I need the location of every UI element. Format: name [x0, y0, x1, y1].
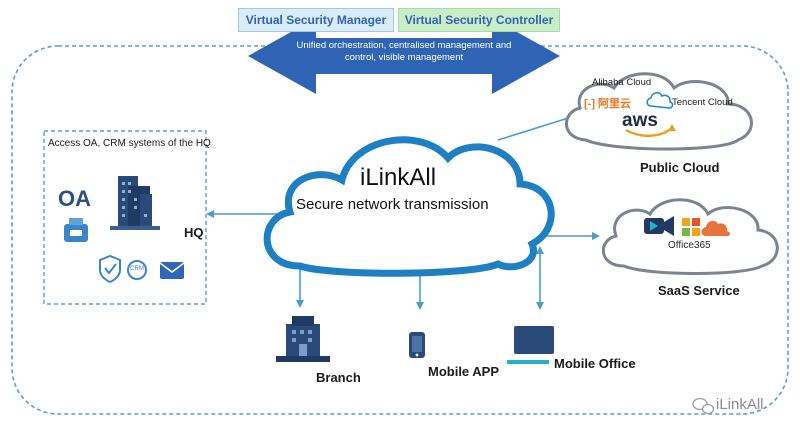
laptop-icon [507, 326, 554, 364]
crm-label: CRM [130, 266, 144, 272]
network-boundary [11, 45, 789, 415]
public-cloud-label: Public Cloud [640, 160, 720, 175]
alibaba-cloud-label: Alibaba Cloud [592, 77, 652, 88]
printer-icon [64, 218, 88, 242]
saas-service-label: SaaS Service [658, 283, 740, 298]
virtual-security-controller-tag: Virtual Security Controller [398, 8, 560, 32]
central-cloud [263, 136, 555, 277]
mobile-office-label: Mobile Office [554, 356, 636, 371]
building-icon [110, 176, 160, 230]
office365-label: Office365 [668, 240, 711, 251]
arrow-text-line1: Unified orchestration, centralised manag… [296, 40, 512, 51]
video-camera-icon [644, 216, 674, 236]
tencent-cloud-label: Tencent Cloud [672, 97, 733, 108]
shield-icon [99, 254, 121, 284]
wechat-icon [692, 397, 715, 415]
mobile-app-label: Mobile APP [428, 364, 500, 379]
alibaba-logo: [-] 阿里云 [584, 98, 632, 110]
arrow-text-line2: control, visible management [344, 52, 464, 63]
aws-arrow-icon [668, 124, 676, 131]
saas-cloud-shape [601, 198, 779, 275]
shield-check-icon [104, 263, 117, 275]
brand-title: iLinkAll [360, 164, 437, 191]
watermark-text: iLinkAll [716, 396, 764, 413]
hq-label: HQ [184, 225, 204, 240]
virtual-security-manager-tag: Virtual Security Manager [238, 8, 394, 32]
public-cloud-shape [565, 72, 753, 151]
aws-label: aws [622, 110, 658, 131]
connector-public-cloud [497, 114, 579, 141]
saas-cloud-icon [701, 220, 730, 236]
management-arrow-text: Unified orchestration, centralised manag… [297, 40, 512, 64]
mobile-phone-icon [409, 332, 425, 358]
mail-icon [159, 262, 185, 279]
crm-icon [127, 260, 147, 280]
branch-building-icon [276, 316, 330, 362]
branch-label: Branch [316, 370, 361, 385]
tencent-cloud-icon [646, 92, 674, 109]
management-arrow [248, 18, 560, 94]
oa-label: OA [58, 186, 91, 211]
center-subtitle: Secure network transmission [296, 196, 489, 213]
office-apps-icon [682, 218, 700, 236]
hq-boundary [43, 130, 207, 305]
hq-caption: Access OA, CRM systems of the HQ [48, 138, 211, 149]
